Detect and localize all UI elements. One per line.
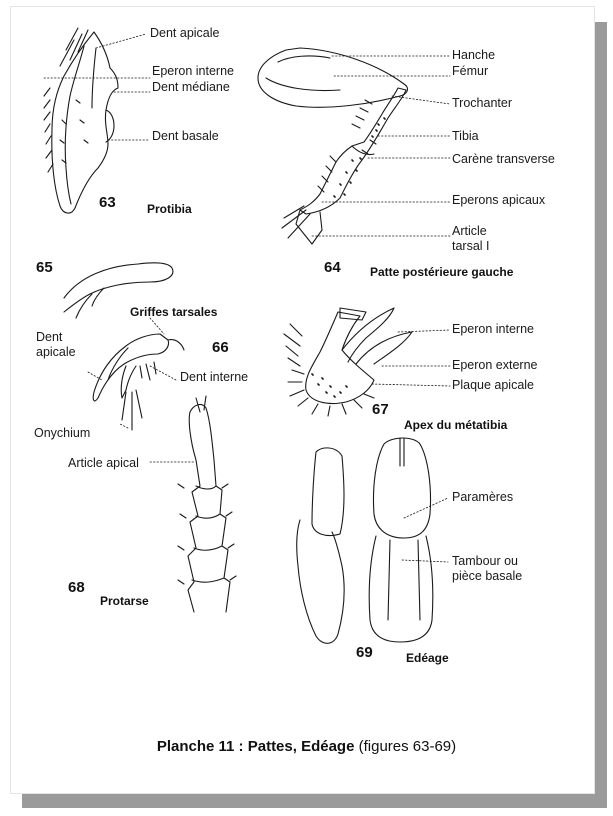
fig63-protibia-drawing — [43, 27, 119, 214]
fig65-number: 65 — [36, 259, 53, 276]
fig69-label-tambour-ou: Tambour ou — [452, 554, 519, 568]
fig68-number: 68 — [68, 579, 85, 596]
fig67-label-eperon-interne: Eperon interne — [452, 322, 535, 336]
fig63-number: 63 — [99, 194, 116, 211]
fig66-number: 66 — [212, 339, 229, 356]
fig64-label-trochanter: Trochanter — [452, 96, 512, 110]
fig66-label-onychium: Onychium — [34, 426, 91, 440]
fig64-label-article: Article — [452, 224, 487, 238]
plate-caption: Planche 11 : Pattes, Edéage (figures 63-… — [0, 738, 613, 755]
fig63-caption: Protibia — [147, 202, 192, 216]
fig67-label-plaque-apicale: Plaque apicale — [452, 378, 535, 392]
fig68-protarsus-drawing — [177, 395, 237, 613]
fig63-label-eperon-interne: Eperon interne — [152, 64, 235, 78]
fig64-hind-leg-drawing — [257, 47, 409, 245]
fig64-label-tibia: Tibia — [452, 129, 479, 143]
fig67-metatibia-apex-drawing — [283, 307, 413, 417]
fig67-number: 67 — [372, 401, 389, 418]
fig69-caption: Edéage — [406, 651, 449, 665]
fig66-label-apicale: apicale — [36, 345, 76, 359]
fig69-label-piece-basale: pièce basale — [452, 569, 523, 583]
fig64-label-eperons-apicaux: Eperons apicaux — [452, 193, 546, 207]
fig63-label-dent-mediane: Dent médiane — [152, 80, 230, 94]
fig68-label-article-apical: Article apical — [68, 456, 139, 470]
fig66-label-griffes-tarsales: Griffes tarsales — [130, 305, 218, 319]
fig68-caption: Protarse — [100, 594, 149, 608]
fig67-caption: Apex du métatibia — [404, 418, 508, 432]
fig64-label-femur: Fémur — [452, 64, 489, 78]
fig64-caption: Patte postérieure gauche — [370, 265, 514, 279]
fig64-number: 64 — [324, 259, 341, 276]
fig69-label-parameres: Paramères — [452, 490, 514, 504]
fig69-aedeagus-drawing — [296, 437, 434, 644]
fig64-label-carene-transverse: Carène transverse — [452, 152, 555, 166]
fig65-claw-drawing — [63, 262, 174, 319]
fig66-label-dent: Dent — [36, 330, 63, 344]
plate-caption-figures: (figures 63-69) — [354, 738, 457, 755]
fig64-label-hanche: Hanche — [452, 48, 496, 62]
fig67-label-eperon-externe: Eperon externe — [452, 358, 538, 372]
fig63-label-dent-apicale: Dent apicale — [150, 26, 220, 40]
fig69-number: 69 — [356, 644, 373, 661]
fig66-label-dent-interne: Dent interne — [180, 370, 249, 384]
fig63-label-dent-basale: Dent basale — [152, 129, 219, 143]
fig66-tarsal-claws-drawing — [92, 333, 185, 431]
fig64-label-tarsal-i: tarsal I — [452, 239, 490, 253]
plate-caption-title: Planche 11 : Pattes, Edéage — [156, 738, 355, 755]
